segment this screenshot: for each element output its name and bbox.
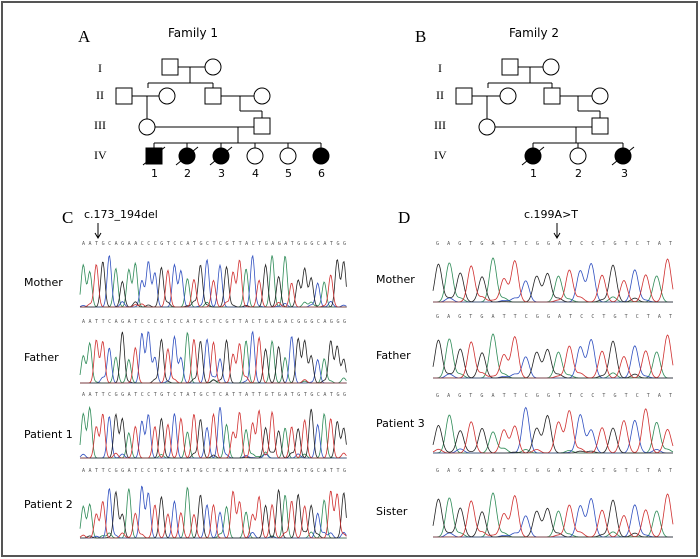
family1-II-2-female [158, 87, 176, 105]
family2-II-4-female [591, 87, 609, 105]
family1-IV-1-number: 1 [151, 167, 158, 180]
family1-gen-IV-label: IV [94, 148, 107, 162]
family2-III-2-male [591, 117, 609, 135]
panel-d-row-0-label: Mother [376, 273, 415, 286]
family1-I-2-female [204, 58, 222, 76]
family2-IV-1-deceased-slash [521, 146, 545, 166]
family2-IV-1-number: 1 [530, 167, 537, 180]
panel-c-row-1-label: Father [24, 351, 59, 364]
panel-c-row-0-trace [79, 254, 347, 308]
panel-a-family1-pedigree: A Family 1 I II III IV 1 2 3 [78, 26, 330, 180]
family1-IV-3-number: 3 [218, 167, 225, 180]
panel-b-letter: B [415, 27, 426, 46]
family1-IV-2-number: 2 [184, 167, 191, 180]
panel-c-row-0-label: Mother [24, 276, 63, 289]
family1-title: Family 1 [168, 26, 218, 40]
family1-gen-III-label: III [94, 118, 106, 132]
family1-I-1-male [161, 58, 179, 76]
family2-gen-IV-label: IV [434, 148, 447, 162]
panel-c-mutation-label: c.173_194del [84, 208, 158, 221]
family2-gen-III-label: III [434, 118, 446, 132]
family2-generation-IV [521, 143, 635, 166]
family1-III-2-male [253, 117, 271, 135]
family2-IV-2-female [569, 147, 587, 165]
family2-title: Family 2 [509, 26, 559, 40]
family2-I-1-male [501, 58, 519, 76]
family2-IV-3-number: 3 [621, 167, 628, 180]
family1-IV-4-number: 4 [252, 167, 259, 180]
family2-II-3-male [543, 87, 561, 105]
family1-gen-II-label: II [96, 88, 104, 102]
family1-IV-2-deceased-slash [175, 146, 199, 166]
family1-generation-IV [142, 143, 330, 166]
family2-IV-3-deceased-slash [611, 146, 635, 166]
panel-d-row-3-label: Sister [376, 505, 408, 518]
family2-I-2-female [542, 58, 560, 76]
family2-III-1-female [478, 118, 496, 136]
panel-d-mutation-label: c.199A>T [524, 208, 578, 221]
family2-IV-2-number: 2 [575, 167, 582, 180]
panel-d-row-2-label: Patient 3 [376, 417, 425, 430]
family1-IV-3-deceased-slash [209, 146, 233, 166]
panel-c-letter: C [62, 208, 73, 227]
family1-II-3-male [204, 87, 222, 105]
panel-d-traces [432, 257, 674, 538]
family1-II-4-female [253, 87, 271, 105]
panel-c-row-2-trace [79, 405, 347, 459]
family1-IV-5-female [279, 147, 297, 165]
family2-gen-I-label: I [438, 61, 442, 75]
family2-gen-II-label: II [436, 88, 444, 102]
family1-IV-1-deceased-slash [142, 146, 166, 166]
family1-IV-4-female [246, 147, 264, 165]
panel-a-letter: A [78, 27, 91, 46]
family2-II-2-female [499, 87, 517, 105]
family1-III-1-female [138, 118, 156, 136]
panel-c-row-1-sequence: AATTCAGATCCCGTCCATGCTCGTTACTGAGACGGGCAGG… [82, 319, 346, 325]
panel-b-family2-pedigree: B Family 2 I II III IV 1 2 3 [415, 26, 635, 180]
family1-IV-6-number: 6 [318, 167, 325, 180]
panel-d-row-1-trace [432, 333, 674, 379]
panel-d-letter: D [398, 208, 410, 227]
panel-c-row-0-sequence: AATGCAGAACCCGTCCATGCTCGTTACTGAGATGGGCATG… [82, 241, 346, 247]
panel-c-chromatograms: C c.173_194del Mother Father Patient 1 P… [24, 208, 347, 539]
panel-d-row-2-trace [432, 406, 674, 454]
panel-c-traces [79, 254, 347, 539]
panel-c-row-3-label: Patient 2 [24, 498, 73, 511]
family1-IV-5-number: 5 [285, 167, 292, 180]
family1-IV-6-female [312, 147, 330, 165]
panel-d-row-0-trace [432, 257, 674, 303]
family2-II-1-male [455, 87, 473, 105]
family1-gen-I-label: I [98, 61, 102, 75]
panel-d-row-3-trace [432, 492, 674, 538]
panel-c-row-3-trace [79, 485, 347, 539]
family1-II-1-male [115, 87, 133, 105]
panel-d-row-1-label: Father [376, 349, 411, 362]
panel-c-row-3-sequence: AATTCGGATCCTGTCTATGCTCATTATTGTGATGTGCATT… [82, 468, 346, 474]
panel-c-row-2-sequence: AATTCGGATCCTGTCTATGCTCATTATTGTGATGTGCATG… [82, 392, 346, 398]
panel-c-row-1-trace [79, 330, 347, 384]
panel-c-row-2-label: Patient 1 [24, 428, 73, 441]
